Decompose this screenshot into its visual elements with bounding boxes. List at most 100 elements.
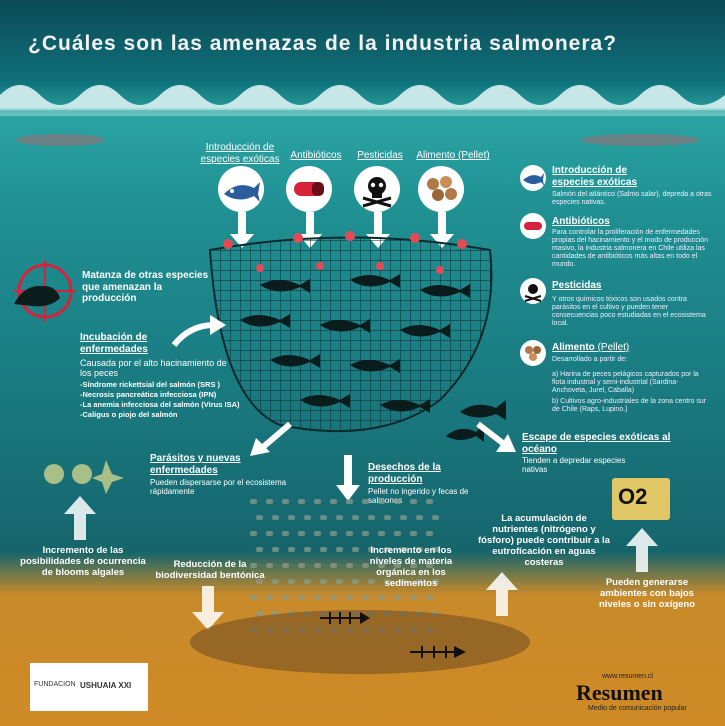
pellet-dot xyxy=(250,531,257,536)
pellet-dot xyxy=(314,595,321,600)
pellet-dot xyxy=(282,563,289,568)
resumen-url: www.resumen.cl xyxy=(602,673,653,680)
pellet-dot xyxy=(272,515,279,520)
pellet-dot xyxy=(256,579,263,584)
pellet-dot xyxy=(272,579,279,584)
desechos-head: Desechos de la producción xyxy=(368,462,441,485)
disease-srs: -Síndrome rickettsial del salmón (SRS ) xyxy=(80,380,221,389)
pellet-dot xyxy=(368,515,375,520)
pellet-dot xyxy=(314,531,321,536)
pellet-dot xyxy=(362,499,369,504)
right-alimento-b: b) Cultivos agro-industriales de la zona… xyxy=(552,398,707,414)
pellet-dot xyxy=(266,531,273,536)
pellet-dot xyxy=(346,595,353,600)
o2-symbol: O2 xyxy=(618,484,648,509)
parasitos-body: Pueden dispersarse por el ecosistema ráp… xyxy=(150,478,287,497)
page-title: ¿Cuáles son las amenazas de la industria… xyxy=(28,32,618,55)
pellet-dot xyxy=(394,499,401,504)
pellet-dot xyxy=(256,547,263,552)
label-exoticas: Introducción de especies exóticas xyxy=(200,142,280,165)
biodiversidad-text: Reducción de la biodiversidad bentónica xyxy=(155,559,265,581)
escape-head: Escape de especies exóticas al océano xyxy=(522,432,671,455)
pellet-dot xyxy=(304,515,311,520)
pellet-dot xyxy=(250,499,257,504)
pellet-dot xyxy=(330,595,337,600)
pellet-small-icon xyxy=(520,340,546,366)
pellet-dot xyxy=(410,595,417,600)
pellet-dot xyxy=(384,547,391,552)
pellet-dot xyxy=(384,579,391,584)
pellet-dot xyxy=(282,595,289,600)
salmon-small-icon xyxy=(520,165,546,191)
pellet-dot xyxy=(288,515,295,520)
pellet-dot xyxy=(410,563,417,568)
pellet-dot xyxy=(416,547,423,552)
blooms-text: Incremento de las posibilidades de ocurr… xyxy=(20,545,146,578)
pellet-dot xyxy=(378,499,385,504)
pellet-dot xyxy=(346,531,353,536)
fundacion-logo: FUNDACION USHUAIA XXI xyxy=(30,663,148,711)
pellet-dot xyxy=(426,563,433,568)
label-alimento: Alimento (Pellet) xyxy=(416,150,490,161)
right-antibioticos-body: Para controlar la proliferación de enfer… xyxy=(552,229,709,269)
pellet-dot xyxy=(400,547,407,552)
pellet-dot xyxy=(378,563,385,568)
right-exoticas-head: Introducción de especies exóticas xyxy=(552,165,638,188)
anoxia-text: Pueden generarse ambientes con bajos niv… xyxy=(598,577,696,610)
fundacion-text: FUNDACION xyxy=(34,681,76,688)
pellet-dot xyxy=(266,595,273,600)
resumen-logo: Resumen xyxy=(576,680,663,705)
pellet-dot xyxy=(426,499,433,504)
pellet-dot xyxy=(266,563,273,568)
pellet-dot xyxy=(330,563,337,568)
materia-text: Incremento en los niveles de materia org… xyxy=(369,545,453,589)
escape-arrow xyxy=(476,421,516,452)
pellet-dot xyxy=(362,563,369,568)
pellet-dot xyxy=(352,515,359,520)
anoxia-up-arrow xyxy=(626,528,658,572)
nutrientes-up-arrow xyxy=(486,572,518,616)
pill-small-icon xyxy=(520,213,546,239)
sea-surface xyxy=(0,85,725,146)
pellet-dot xyxy=(298,499,305,504)
incubacion-head: Incubación de enfermedades xyxy=(80,332,148,355)
right-pesticidas-body: Y otros químicos tóxicos son usados cont… xyxy=(552,296,706,328)
seabed-waste xyxy=(190,610,530,674)
salmon-icon xyxy=(218,166,264,212)
pellet-dot xyxy=(336,515,343,520)
pellet-dot xyxy=(394,531,401,536)
skull-icon xyxy=(354,166,400,212)
right-exoticas-body: Salmón del atlántico (Salmo salar), depr… xyxy=(552,191,712,207)
pellet-dot xyxy=(432,515,439,520)
pellet-dot xyxy=(304,579,311,584)
right-alimento-a: a) Harina de peces pelágicos capturados … xyxy=(552,371,699,395)
matanza-text: Matanza de otras especies que amenazan l… xyxy=(82,270,209,304)
pellet-dot xyxy=(416,579,423,584)
parasitos-head: Parásitos y nuevas enfermedades xyxy=(150,453,241,476)
biodiversidad-down-arrow xyxy=(192,586,224,630)
pellet-dot xyxy=(336,579,343,584)
pellet-dot xyxy=(298,595,305,600)
pellet-dot xyxy=(320,547,327,552)
pellet-dot xyxy=(320,579,327,584)
parasites-arrow xyxy=(250,421,292,456)
ushuaia-text: USHUAIA XXI xyxy=(80,681,132,690)
pellet-dot xyxy=(426,595,433,600)
pellet-dot xyxy=(384,515,391,520)
disease-caligus: -Caligus o piojo del salmón xyxy=(80,410,178,419)
right-antibioticos-head: Antibióticos xyxy=(552,216,610,227)
pellet-dot xyxy=(336,547,343,552)
pellet-dot xyxy=(314,563,321,568)
pellet-dot xyxy=(410,499,417,504)
disease-ipn: -Necrosis pancreática infecciosa (IPN) xyxy=(80,390,217,399)
pellet-dot xyxy=(330,531,337,536)
desechos-body: Pellet no ingerido y fecas de salmones xyxy=(368,487,469,506)
incubacion-body: Causada por el alto hacinamiento de los … xyxy=(80,358,227,379)
pellet-dot xyxy=(352,547,359,552)
pellet-dot xyxy=(394,563,401,568)
salmon-net xyxy=(208,231,493,433)
right-pesticidas-head: Pesticidas xyxy=(552,280,602,291)
pellet-dot xyxy=(330,499,337,504)
pellet-dot xyxy=(320,515,327,520)
right-alimento-head: Alimento (Pellet) xyxy=(552,342,630,353)
